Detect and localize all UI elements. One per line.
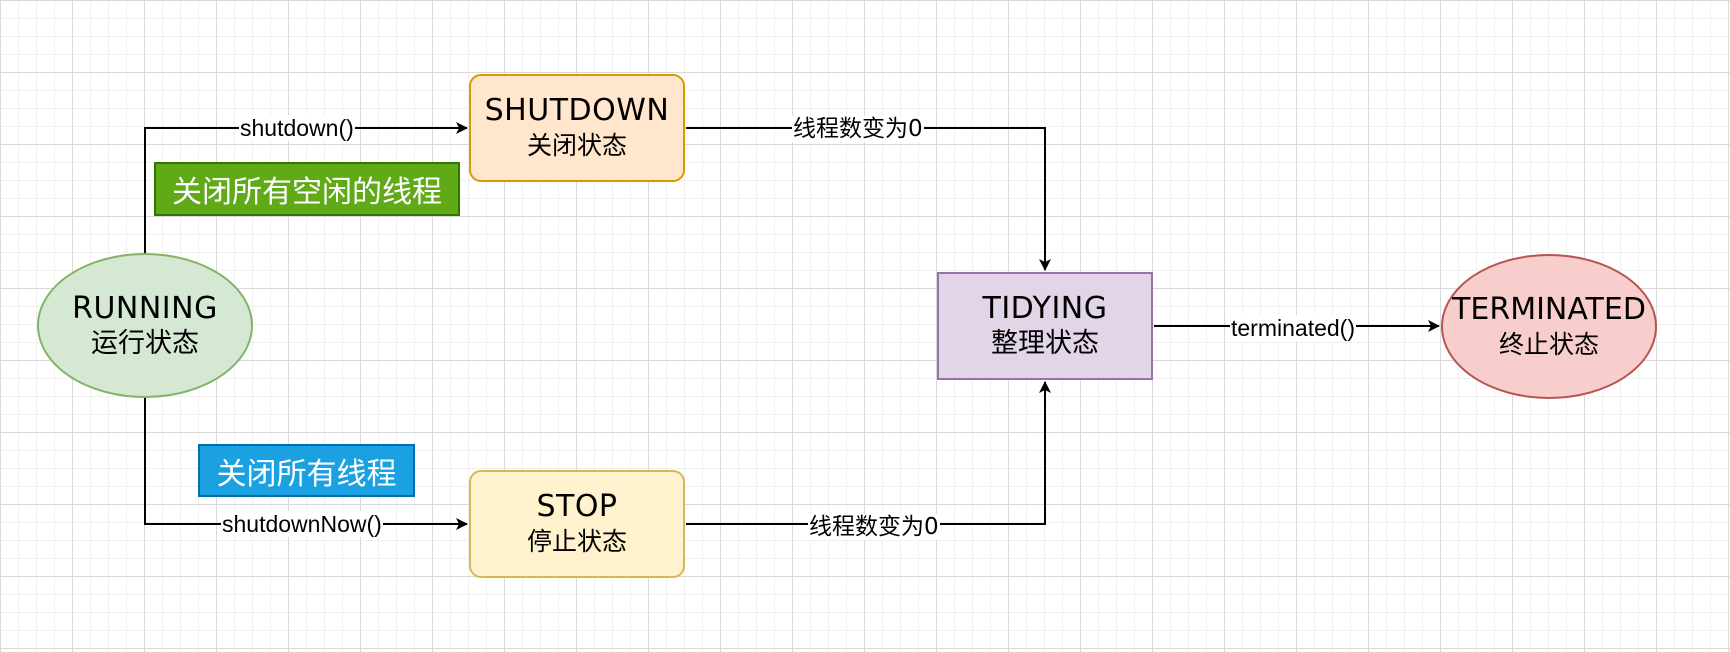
state-title: RUNNING xyxy=(72,290,218,326)
note-close-idle-threads[interactable]: 关闭所有空闲的线程 xyxy=(154,162,460,216)
state-title: SHUTDOWN xyxy=(484,93,670,128)
state-subtitle: 终止状态 xyxy=(1498,329,1599,359)
state-title: STOP xyxy=(536,489,618,524)
state-title: TERMINATED xyxy=(1452,291,1646,327)
state-subtitle: 运行状态 xyxy=(91,327,199,359)
edge-label-terminated: terminated() xyxy=(1230,315,1356,341)
edge-label-stop-to-tidying: 线程数变为0 xyxy=(808,514,940,540)
state-node-tidying[interactable]: TIDYING 整理状态 xyxy=(937,272,1153,380)
state-node-running[interactable]: RUNNING 运行状态 xyxy=(37,253,253,398)
note-close-all-threads[interactable]: 关闭所有线程 xyxy=(198,444,415,497)
state-subtitle: 关闭状态 xyxy=(526,131,627,160)
edge-running-to-shutdown xyxy=(144,122,468,253)
state-subtitle: 整理状态 xyxy=(991,328,1099,359)
state-node-stop[interactable]: STOP 停止状态 xyxy=(469,470,685,578)
state-title: TIDYING xyxy=(982,291,1108,326)
state-node-terminated[interactable]: TERMINATED 终止状态 xyxy=(1441,254,1657,399)
edge-label-shutdown-to-tidying: 线程数变为0 xyxy=(792,116,924,142)
state-node-shutdown[interactable]: SHUTDOWN 关闭状态 xyxy=(469,74,685,182)
edge-label-shutdown: shutdown() xyxy=(239,115,355,141)
edge-stop-to-tidying xyxy=(686,381,1051,525)
edge-shutdown-to-tidying xyxy=(686,127,1051,271)
state-subtitle: 停止状态 xyxy=(526,527,627,556)
edge-label-shutdownnow: shutdownNow() xyxy=(221,511,383,537)
